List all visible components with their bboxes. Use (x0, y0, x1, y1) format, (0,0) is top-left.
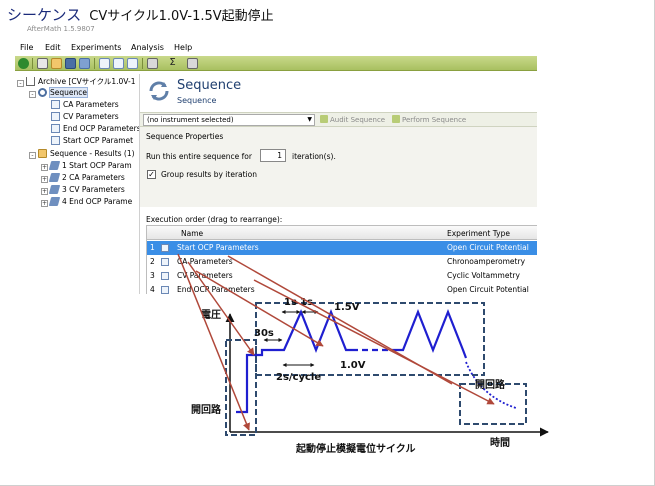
tree-archive[interactable]: -Archive [CVサイクル1.0V-1 (17, 76, 135, 87)
archive-tree: -Archive [CVサイクル1.0V-1 -Sequence CA Para… (15, 74, 141, 294)
table-row[interactable]: 4 End OCP Parameters Open Circuit Potent… (150, 285, 529, 294)
print-icon[interactable] (79, 58, 90, 69)
table-row[interactable]: 3 CV Parameters Cyclic Voltammetry (150, 271, 520, 280)
tree-item-cv[interactable]: CV Parameters (51, 111, 119, 122)
col-type[interactable]: Experiment Type (447, 229, 510, 238)
result-icon (48, 197, 61, 206)
document-icon (51, 136, 60, 145)
instrument-select[interactable]: (no instrument selected)▼ (143, 114, 315, 126)
settings-icon[interactable] (187, 58, 198, 69)
toolbar: Σ (15, 56, 537, 71)
collapse-icon[interactable]: - (29, 152, 36, 159)
menu-file[interactable]: File (20, 43, 34, 52)
table-row[interactable]: 2 CA Parameters Chronoamperometry (150, 257, 526, 266)
document-icon (51, 112, 60, 121)
menu-bar: File Edit Experiments Analysis Help (15, 40, 537, 56)
tree-item-start-ocp[interactable]: Start OCP Paramet (51, 135, 133, 146)
menu-help[interactable]: Help (174, 43, 193, 52)
window-title: AfterMath 1.5.9807 (27, 25, 95, 33)
document-icon (161, 244, 169, 252)
tree-results[interactable]: -Sequence - Results (1) (29, 148, 135, 159)
collapse-icon[interactable]: - (17, 80, 24, 87)
group-results-checkbox[interactable]: ✓ (147, 170, 156, 179)
instrument-bar: (no instrument selected)▼ Audit Sequence… (140, 112, 537, 127)
run-label: Run this entire sequence for (146, 152, 252, 161)
document-icon (51, 124, 60, 133)
slide-title: シーケンス CVサイクル1.0V-1.5V起動停止 (7, 4, 274, 26)
audit-icon (320, 115, 328, 123)
slide-title-main: シーケンス (7, 6, 82, 24)
tools-dropdown-icon[interactable] (147, 58, 158, 69)
sequence-properties: Sequence Properties Run this entire sequ… (140, 127, 537, 207)
properties-title: Sequence Properties (146, 132, 224, 141)
graph-icon[interactable] (127, 58, 138, 69)
audit-sequence-button[interactable]: Audit Sequence (320, 115, 385, 124)
sequence-logo-icon (149, 81, 169, 101)
tree-item-end-ocp[interactable]: End OCP Parameters (51, 123, 141, 134)
document-icon (161, 272, 169, 280)
sigma-icon[interactable]: Σ (169, 57, 176, 68)
open-folder-icon[interactable] (51, 58, 62, 69)
document-icon (51, 100, 60, 109)
toolbar-separator (32, 58, 33, 69)
slide-title-sub: CVサイクル1.0V-1.5V起動停止 (89, 9, 274, 24)
sequence-panel: Sequence Sequence (no instrument selecte… (139, 74, 537, 294)
tree-result-1[interactable]: +1 Start OCP Param (41, 161, 132, 171)
sequence-icon (38, 88, 47, 97)
panel-title: Sequence (177, 78, 242, 93)
menu-edit[interactable]: Edit (45, 43, 61, 52)
result-icon (48, 185, 61, 194)
perform-icon (392, 115, 400, 123)
app-screenshot: AfterMath 1.5.9807 File Edit Experiments… (15, 22, 537, 294)
toolbar-separator (142, 58, 143, 69)
menu-experiments[interactable]: Experiments (71, 43, 122, 52)
back-icon[interactable] (18, 58, 29, 69)
execution-order-label: Execution order (drag to rearrange): (146, 215, 283, 224)
archive-icon (26, 77, 35, 86)
tree-result-4[interactable]: +4 End OCP Parame (41, 197, 133, 207)
tree-item-ca[interactable]: CA Parameters (51, 99, 119, 110)
iterations-suffix: iteration(s). (292, 152, 336, 161)
tree-result-3[interactable]: +3 CV Parameters (41, 185, 125, 195)
experiment-icon[interactable] (99, 58, 110, 69)
document-icon (161, 286, 169, 294)
col-name[interactable]: Name (181, 229, 204, 238)
folder-icon (38, 149, 47, 158)
tree-sequence[interactable]: -Sequence (29, 87, 88, 98)
report-icon[interactable] (113, 58, 124, 69)
group-results-label: Group results by iteration (161, 170, 257, 179)
grid-header: Name Experiment Type (147, 226, 537, 240)
toolbar-separator (94, 58, 95, 69)
expand-icon[interactable]: + (41, 176, 48, 183)
sequence-header: Sequence Sequence (140, 74, 537, 110)
chevron-down-icon: ▼ (307, 116, 312, 123)
collapse-icon[interactable]: - (29, 91, 36, 98)
result-icon (48, 173, 61, 182)
save-icon[interactable] (65, 58, 76, 69)
table-row[interactable]: 1 Start OCP Parameters Open Circuit Pote… (147, 241, 537, 255)
expand-icon[interactable]: + (41, 188, 48, 195)
panel-subtitle: Sequence (177, 96, 217, 105)
menu-analysis[interactable]: Analysis (131, 43, 164, 52)
execution-grid: Name Experiment Type 1 Start OCP Paramet… (146, 225, 537, 294)
result-icon (48, 161, 61, 170)
new-archive-icon[interactable] (37, 58, 48, 69)
expand-icon[interactable]: + (41, 200, 48, 207)
iterations-input[interactable]: 1 (260, 149, 286, 162)
perform-sequence-button[interactable]: Perform Sequence (392, 115, 466, 124)
document-icon (161, 258, 169, 266)
expand-icon[interactable]: + (41, 164, 48, 171)
tree-result-2[interactable]: +2 CA Parameters (41, 173, 125, 183)
